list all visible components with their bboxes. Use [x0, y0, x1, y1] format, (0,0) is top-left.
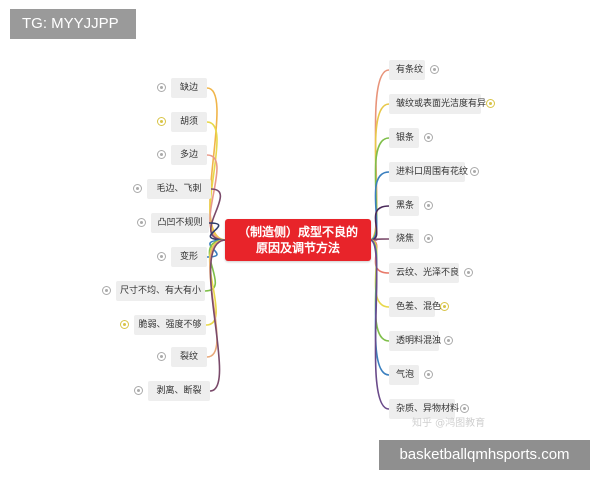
left-node-extra-edge: 多边: [157, 145, 207, 165]
left-node-uneven-size: 尺寸不均、有大有小: [102, 281, 205, 301]
left-node-cracks: 裂纹: [157, 347, 207, 367]
node-label: 凸凹不规则: [157, 218, 203, 228]
right-node-bubbles: 气泡: [389, 365, 433, 385]
node-collapse-icon: [137, 218, 146, 227]
node-label: 皱纹或表面光洁度有异: [396, 99, 487, 109]
node-label: 烧焦: [396, 234, 415, 244]
node-collapse-icon: [440, 302, 449, 311]
right-node-streaks: 有条纹: [389, 60, 439, 80]
channel-tag-overlay: TG: MYYJJPP: [10, 9, 136, 39]
node-collapse-icon: [120, 320, 129, 329]
right-connector: [369, 239, 390, 274]
node-collapse-icon: [157, 252, 166, 261]
node-collapse-icon: [157, 150, 166, 159]
left-connector: [209, 239, 227, 392]
left-node-deformation: 变形: [157, 247, 207, 267]
node-label: 有条纹: [396, 65, 424, 75]
right-connector: [369, 69, 390, 241]
left-node-missing-edge: 缺边: [157, 78, 207, 98]
right-node-wrinkles: 皱纹或表面光洁度有异: [389, 94, 495, 114]
node-label: 气泡: [396, 370, 415, 380]
node-collapse-icon: [424, 201, 433, 210]
right-connector: [369, 171, 390, 241]
node-collapse-icon: [424, 370, 433, 379]
right-connector: [369, 239, 390, 342]
right-node-gate-flow-marks: 进料口周围有花纹: [389, 162, 479, 182]
right-connector: [369, 137, 390, 241]
left-connector: [206, 154, 227, 241]
node-label: 缺边: [179, 83, 198, 93]
node-collapse-icon: [424, 133, 433, 142]
node-label: 云纹、光泽不良: [396, 268, 460, 278]
node-label: 变形: [179, 252, 198, 262]
node-collapse-icon: [486, 99, 495, 108]
zhihu-watermark: 知乎 @鸿图教育: [412, 418, 486, 429]
node-label: 脆弱、强度不够: [138, 320, 202, 330]
node-collapse-icon: [424, 234, 433, 243]
node-collapse-icon: [444, 336, 453, 345]
center-node-title-line1: （制造侧）成型不良的: [237, 225, 358, 239]
left-connector: [204, 239, 227, 292]
right-connector: [369, 239, 390, 410]
right-node-black-streaks: 黑条: [389, 196, 433, 216]
right-connector: [369, 205, 390, 241]
node-label: 毛边、飞刺: [156, 184, 202, 194]
site-url-overlay: basketballqmhsports.com: [379, 440, 590, 470]
node-collapse-icon: [464, 268, 473, 277]
node-collapse-icon: [157, 352, 166, 361]
node-collapse-icon: [102, 286, 111, 295]
node-label: 黑条: [396, 201, 415, 211]
right-node-color-variation: 色差、混色: [389, 297, 449, 317]
node-label: 多边: [179, 150, 198, 160]
left-node-brittle: 脆弱、强度不够: [120, 315, 206, 335]
node-collapse-icon: [157, 117, 166, 126]
center-node-title-line2: 原因及调节方法: [255, 241, 340, 255]
left-connector: [206, 121, 227, 241]
center-node: （制造侧）成型不良的 原因及调节方法: [225, 219, 371, 261]
right-node-cloudy-clear-material: 透明料混浊: [389, 331, 453, 351]
node-label: 裂纹: [179, 352, 198, 362]
left-connector: [208, 222, 227, 241]
right-node-foreign-matter: 杂质、异物材料: [389, 399, 469, 419]
right-node-silver-streaks: 银条: [389, 128, 433, 148]
node-collapse-icon: [460, 404, 469, 413]
node-label: 剥离、断裂: [156, 386, 202, 396]
node-label: 杂质、异物材料: [396, 404, 460, 414]
node-collapse-icon: [133, 184, 142, 193]
left-node-whiskers: 胡须: [157, 112, 207, 132]
node-label: 色差、混色: [396, 302, 442, 312]
node-label: 进料口周围有花纹: [396, 167, 469, 177]
node-label: 胡须: [179, 117, 198, 127]
left-node-delamination: 剥离、断裂: [134, 381, 210, 401]
left-node-flash-burr: 毛边、飞刺: [133, 179, 211, 199]
left-node-irregular-surface: 凸凹不规则: [137, 213, 209, 233]
node-collapse-icon: [134, 386, 143, 395]
node-collapse-icon: [470, 167, 479, 176]
right-node-burn-marks: 烧焦: [389, 229, 433, 249]
node-collapse-icon: [157, 83, 166, 92]
right-node-poor-gloss: 云纹、光泽不良: [389, 263, 473, 283]
node-label: 透明料混浊: [396, 336, 442, 346]
node-collapse-icon: [430, 65, 439, 74]
node-label: 银条: [396, 133, 415, 143]
left-connector: [210, 188, 227, 241]
node-label: 尺寸不均、有大有小: [120, 286, 202, 296]
